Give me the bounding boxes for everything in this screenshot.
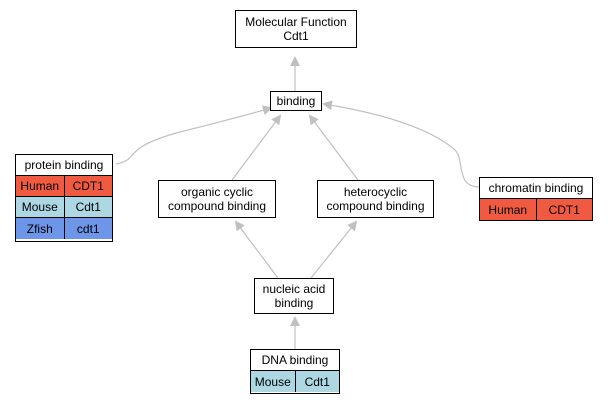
edge-nucleic-to-hetero (310, 220, 358, 279)
node-molecular-function[interactable]: Molecular Function Cdt1 (235, 10, 357, 48)
table-row[interactable]: Mouse Cdt1 (251, 371, 339, 392)
node-organic-cyclic-compound-binding[interactable]: organic cyclic compound binding (158, 180, 276, 218)
node-nucleic-acid-binding[interactable]: nucleic acid binding (254, 278, 334, 314)
species-cell: Human (20, 179, 60, 193)
term-title: chromatin binding (480, 178, 592, 199)
gene-cell: Cdt1 (63, 197, 113, 217)
species-cell: Human (488, 202, 528, 217)
table-row[interactable]: Human CDT1 (16, 176, 112, 197)
edge-hetero-to-binding (308, 114, 359, 181)
species-cell: Mouse (21, 200, 58, 214)
term-chromatin-binding[interactable]: chromatin binding Human CDT1 (479, 177, 593, 221)
gene-cell: CDT1 (63, 176, 113, 196)
edge-nucleic-to-organic (234, 220, 279, 279)
edge-organic-to-binding (231, 114, 282, 181)
gene-cell: cdt1 (63, 218, 113, 239)
table-row[interactable]: Human CDT1 (480, 199, 592, 220)
edge-chromatin-to-binding (322, 100, 481, 188)
node-binding[interactable]: binding (270, 91, 322, 111)
term-dna-binding[interactable]: DNA binding Mouse Cdt1 (250, 349, 340, 394)
node-heterocyclic-compound-binding[interactable]: heterocyclic compound binding (317, 180, 434, 218)
term-title: DNA binding (251, 350, 339, 371)
edge-protein-to-binding (115, 105, 273, 165)
term-protein-binding[interactable]: protein binding Human CDT1 Mouse Cdt1 Zf… (15, 154, 113, 242)
species-cell: Mouse (254, 374, 291, 389)
term-title: protein binding (16, 155, 112, 176)
table-row[interactable]: Zfish cdt1 (16, 218, 112, 239)
gene-cell: CDT1 (535, 199, 593, 220)
gene-cell: Cdt1 (294, 371, 340, 392)
table-row[interactable]: Mouse Cdt1 (16, 197, 112, 218)
species-cell: Zfish (26, 221, 53, 236)
